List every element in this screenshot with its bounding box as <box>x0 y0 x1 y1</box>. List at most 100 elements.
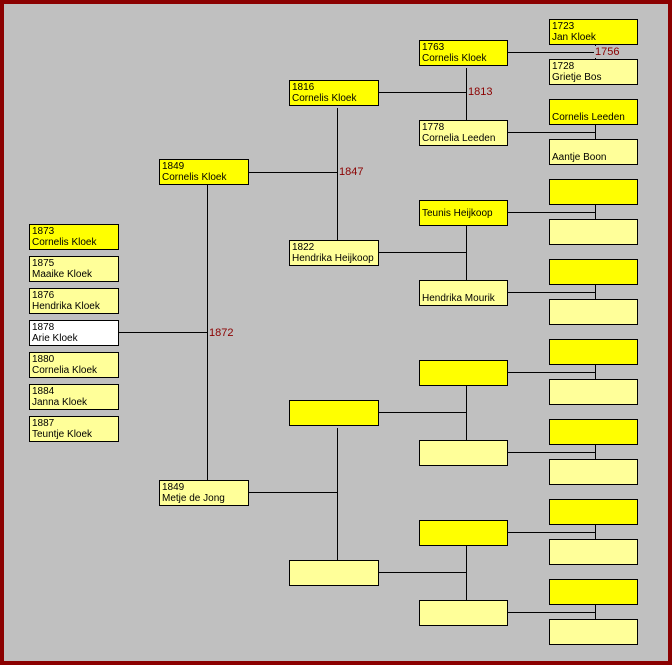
connector-line <box>595 604 596 620</box>
great-great-grandparent-box-empty[interactable] <box>549 179 638 205</box>
great-great-grandparent-box-empty[interactable] <box>549 259 638 285</box>
great-great-grandparent-box-empty[interactable] <box>549 579 638 605</box>
child-name: Cornelia Kloek <box>32 365 98 376</box>
mother-box[interactable]: 1849 Metje de Jong <box>159 480 249 506</box>
great-great-grandfather-box[interactable]: Cornelis Leeden <box>549 99 638 125</box>
grandmother-paternal-year: 1822 <box>292 242 315 253</box>
connector-line <box>379 412 467 413</box>
great-grandmother-box-empty[interactable] <box>419 600 508 626</box>
connector-line <box>379 92 467 93</box>
pedigree-chart: 1872 1847 1813 1756 1873 Cornelis Kloek … <box>4 4 668 661</box>
marriage-year-grandparents: 1847 <box>338 166 365 178</box>
great-grandmother-name: Cornelia Leeden <box>422 133 496 144</box>
great-grandmother-name: Hendrika Mourik <box>422 293 495 304</box>
connector-line <box>118 332 208 333</box>
child-box[interactable]: 1887 Teuntje Kloek <box>29 416 119 442</box>
grandmother-maternal-box[interactable] <box>289 560 379 586</box>
connector-line <box>595 204 596 220</box>
great-grandfather-year: 1763 <box>422 42 445 53</box>
great-great-grandfather-name: Cornelis Leeden <box>552 112 625 123</box>
connector-line <box>379 252 467 253</box>
connector-line <box>595 124 596 140</box>
great-great-grandfather-name: Jan Kloek <box>552 32 596 43</box>
grandmother-paternal-name: Hendrika Heijkoop <box>292 253 374 264</box>
great-grandfather-box[interactable]: Teunis Heijkoop <box>419 200 508 226</box>
child-box-selected[interactable]: 1878 Arie Kloek <box>29 320 119 346</box>
connector-line <box>507 292 596 293</box>
great-grandfather-box-empty[interactable] <box>419 520 508 546</box>
connector-line <box>595 444 596 460</box>
great-grandfather-name: Cornelis Kloek <box>422 53 487 64</box>
child-box[interactable]: 1876 Hendrika Kloek <box>29 288 119 314</box>
great-great-grandparent-box-empty[interactable] <box>549 539 638 565</box>
child-name: Cornelis Kloek <box>32 237 97 248</box>
great-great-grandmother-name: Aantje Boon <box>552 152 607 163</box>
great-great-grandparent-box-empty[interactable] <box>549 299 638 325</box>
connector-line <box>379 572 467 573</box>
great-grandmother-box[interactable]: Hendrika Mourik <box>419 280 508 306</box>
connector-line <box>249 172 338 173</box>
connector-line <box>337 428 338 562</box>
great-great-grandmother-box[interactable]: 1728 Grietje Bos <box>549 59 638 85</box>
connector-line <box>466 544 467 600</box>
great-great-grandmother-year: 1728 <box>552 61 575 72</box>
father-box[interactable]: 1849 Cornelis Kloek <box>159 159 249 185</box>
great-great-grandparent-box-empty[interactable] <box>549 419 638 445</box>
father-year: 1849 <box>162 161 185 172</box>
child-year: 1875 <box>32 258 55 269</box>
marriage-year-great-grandparents: 1813 <box>467 86 494 98</box>
child-year: 1876 <box>32 290 55 301</box>
connector-line <box>595 524 596 540</box>
great-great-grandparent-box-empty[interactable] <box>549 339 638 365</box>
grandmother-paternal-box[interactable]: 1822 Hendrika Heijkoop <box>289 240 379 266</box>
connector-line <box>507 212 596 213</box>
child-year: 1887 <box>32 418 55 429</box>
great-grandmother-year: 1778 <box>422 122 445 133</box>
connector-line <box>595 284 596 300</box>
great-great-grandparent-box-empty[interactable] <box>549 379 638 405</box>
child-box[interactable]: 1875 Maaike Kloek <box>29 256 119 282</box>
child-box[interactable]: 1884 Janna Kloek <box>29 384 119 410</box>
mother-year: 1849 <box>162 482 185 493</box>
great-great-grandparent-box-empty[interactable] <box>549 619 638 645</box>
connector-line <box>466 384 467 440</box>
grandfather-paternal-year: 1816 <box>292 82 315 93</box>
marriage-year-parents: 1872 <box>208 327 235 339</box>
great-great-grandparent-box-empty[interactable] <box>549 499 638 525</box>
child-year: 1880 <box>32 354 55 365</box>
great-grandfather-box[interactable]: 1763 Cornelis Kloek <box>419 40 508 66</box>
marriage-year-great-great-grandparents: 1756 <box>594 46 621 58</box>
child-name: Maaike Kloek <box>32 269 93 280</box>
great-great-grandparent-box-empty[interactable] <box>549 219 638 245</box>
great-great-grandfather-year: 1723 <box>552 21 575 32</box>
child-name: Teuntje Kloek <box>32 429 93 440</box>
connector-line <box>507 372 596 373</box>
great-great-grandmother-name: Grietje Bos <box>552 72 602 83</box>
great-grandfather-name: Teunis Heijkoop <box>422 208 493 219</box>
grandfather-paternal-name: Cornelis Kloek <box>292 93 357 104</box>
great-grandmother-box-empty[interactable] <box>419 440 508 466</box>
great-grandfather-box-empty[interactable] <box>419 360 508 386</box>
child-box[interactable]: 1873 Cornelis Kloek <box>29 224 119 250</box>
great-great-grandmother-box[interactable]: Aantje Boon <box>549 139 638 165</box>
connector-line <box>207 184 208 482</box>
child-year: 1878 <box>32 322 55 333</box>
grandfather-paternal-box[interactable]: 1816 Cornelis Kloek <box>289 80 379 106</box>
connector-line <box>249 492 338 493</box>
child-year: 1873 <box>32 226 55 237</box>
grandfather-maternal-box[interactable] <box>289 400 379 426</box>
connector-line <box>595 364 596 380</box>
great-great-grandfather-box[interactable]: 1723 Jan Kloek <box>549 19 638 45</box>
connector-line <box>507 132 596 133</box>
child-name: Hendrika Kloek <box>32 301 100 312</box>
great-great-grandparent-box-empty[interactable] <box>549 459 638 485</box>
great-grandmother-box[interactable]: 1778 Cornelia Leeden <box>419 120 508 146</box>
child-year: 1884 <box>32 386 55 397</box>
child-box[interactable]: 1880 Cornelia Kloek <box>29 352 119 378</box>
father-name: Cornelis Kloek <box>162 172 227 183</box>
mother-name: Metje de Jong <box>162 493 225 504</box>
connector-line <box>507 452 596 453</box>
connector-line <box>466 68 467 120</box>
child-name: Arie Kloek <box>32 333 78 344</box>
connector-line <box>507 52 596 53</box>
